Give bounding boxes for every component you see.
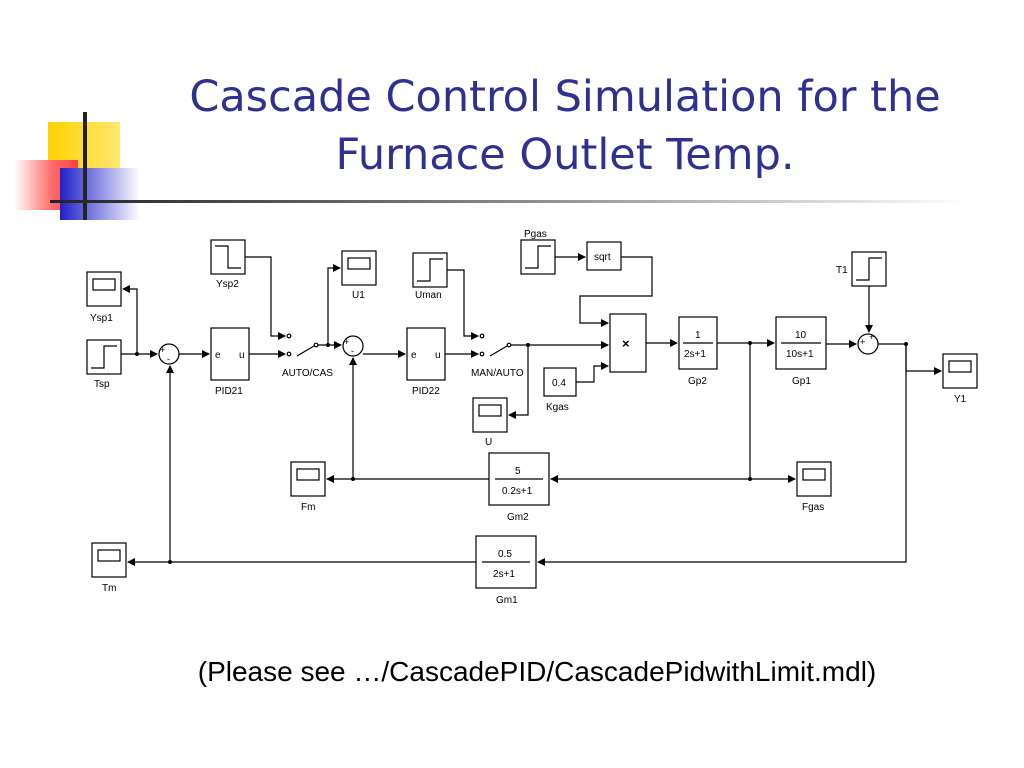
pid22-e: e [411, 350, 417, 361]
pid22-block[interactable] [406, 327, 446, 381]
gm1-num: 0.5 [498, 549, 512, 560]
scope-fgas[interactable] [796, 461, 832, 497]
label-fm: Fm [301, 502, 315, 513]
pid21-u: u [239, 350, 245, 361]
slide-title-line2: Furnace Outlet Temp. [335, 130, 795, 180]
scope-ysp1[interactable] [86, 271, 122, 307]
block-diagram: +- +- ++ Ysp1 Tsp Ysp2 U1 Uman Pgas sqrt… [86, 229, 978, 606]
label-kgas: Kgas [546, 402, 569, 413]
line-sqrt-product [579, 256, 653, 327]
line-switch2-u [508, 345, 529, 419]
line-tsp-ysp1 [122, 285, 138, 354]
label-gp2: Gp2 [688, 376, 707, 387]
gm2-num: 5 [515, 466, 521, 477]
label-uman: Uman [415, 290, 442, 301]
label-gp1: Gp1 [792, 376, 811, 387]
scope-tm[interactable] [91, 542, 127, 578]
label-ysp2: Ysp2 [216, 279, 239, 290]
label-tm: Tm [102, 583, 116, 594]
gm1-block[interactable] [475, 535, 537, 589]
scope-u1[interactable] [341, 250, 377, 286]
pid21-block[interactable] [210, 327, 250, 381]
label-man-auto: MAN/AUTO [471, 368, 524, 379]
svg-text:-: - [167, 354, 170, 364]
deco-blue-square [60, 168, 140, 220]
svg-text:+: + [860, 337, 865, 347]
step-pgas[interactable] [520, 239, 556, 275]
product-symbol: × [622, 336, 630, 351]
sqrt-block[interactable] [586, 241, 622, 271]
svg-text:-: - [351, 346, 354, 356]
gp1-num: 10 [795, 330, 807, 341]
sqrt-label: sqrt [594, 252, 611, 263]
slide-title: Cascade Control Simulation for the Furna… [140, 68, 990, 184]
line-gp2-gm2 [550, 343, 751, 483]
line-kgas-product [576, 362, 609, 383]
caption: (Please see …/CascadePID/CascadePidwithL… [197, 656, 877, 687]
label-y1: Y1 [954, 394, 967, 405]
svg-text:+: + [869, 332, 874, 342]
pid22-u: u [435, 350, 441, 361]
step-ysp2[interactable] [210, 239, 246, 275]
gm2-block[interactable] [488, 452, 550, 506]
svg-text:+: + [160, 345, 165, 355]
svg-text:+: + [344, 337, 349, 347]
deco-horizontal-line [50, 200, 970, 203]
gm2-den: 0.2s+1 [502, 486, 533, 497]
label-ysp1: Ysp1 [90, 313, 113, 324]
kgas-value: 0.4 [552, 378, 566, 389]
pid21-e: e [215, 350, 221, 361]
gp2-num: 1 [695, 330, 701, 341]
slide-title-line1: Cascade Control Simulation for the [189, 72, 941, 122]
gp2-block[interactable] [678, 316, 718, 370]
label-u: U [485, 437, 492, 448]
gp1-den: 10s+1 [786, 349, 814, 360]
step-t1[interactable] [851, 251, 887, 287]
label-t1: T1 [836, 265, 848, 276]
label-pgas: Pgas [524, 229, 547, 240]
line-sum3-y1 [878, 343, 942, 375]
gp1-block[interactable] [775, 316, 827, 370]
line-switch-u1 [327, 264, 341, 345]
deco-vertical-line [83, 112, 87, 220]
label-fgas: Fgas [802, 502, 824, 513]
gm1-den: 2s+1 [493, 569, 515, 580]
scope-fm[interactable] [290, 461, 326, 497]
step-uman[interactable] [412, 252, 448, 288]
label-auto-cas: AUTO/CAS [282, 368, 333, 379]
label-gm1: Gm1 [496, 595, 518, 606]
kgas-block[interactable] [543, 367, 577, 397]
line-y1-gm1 [537, 344, 907, 566]
sum-2[interactable] [342, 335, 364, 357]
label-u1: U1 [352, 290, 365, 301]
label-tsp: Tsp [94, 379, 110, 390]
line-ysp2-switch [245, 256, 286, 340]
corner-decoration [14, 112, 970, 220]
gp2-den: 2s+1 [684, 349, 706, 360]
label-pid21: PID21 [215, 386, 243, 397]
scope-u[interactable] [472, 397, 508, 433]
label-gm2: Gm2 [507, 512, 529, 523]
step-tsp[interactable] [86, 339, 122, 375]
line-uman-switch2 [447, 269, 479, 340]
switch-man-auto[interactable] [479, 333, 512, 357]
label-pid22: PID22 [412, 386, 440, 397]
scope-y1[interactable] [942, 353, 978, 389]
switch-auto-cas[interactable] [286, 333, 319, 357]
